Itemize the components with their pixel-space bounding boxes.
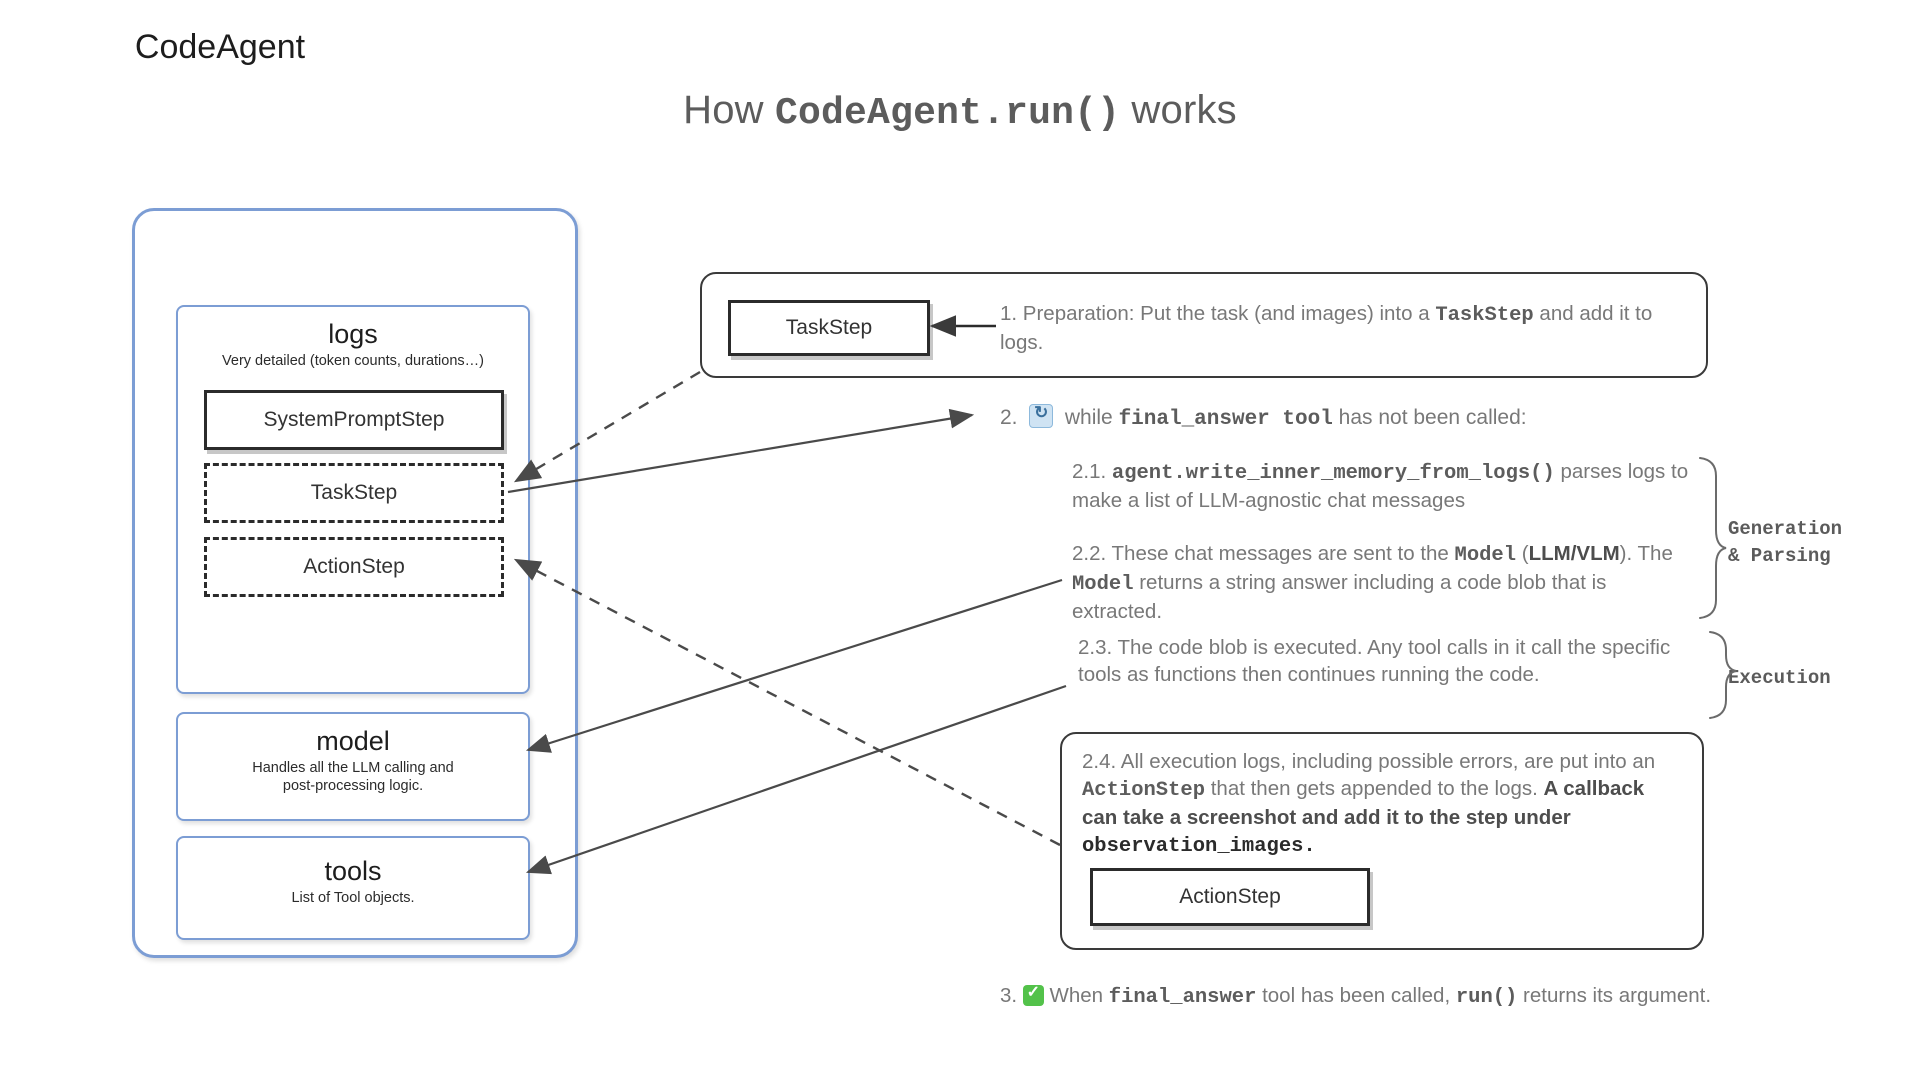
step-2-2-bold: LLM/VLM xyxy=(1528,542,1620,565)
step-2-4-bold: A callback can take a screenshot and add… xyxy=(1082,777,1645,830)
step-3-text-a: When xyxy=(1043,984,1109,1007)
step-3-code-b: run() xyxy=(1455,986,1518,1009)
step-2-2-text-c: ). The xyxy=(1619,542,1673,565)
preparation-text-a: Preparation: Put the task (and images) i… xyxy=(1017,302,1436,325)
loop-header-text: 2. while final_answer tool has not been … xyxy=(1000,402,1760,434)
step-2-2-text: 2.2. These chat messages are sent to the… xyxy=(1072,540,1692,625)
arrow-step-2-4-to-log-actionstep xyxy=(513,558,1061,847)
step-number: 2.1. xyxy=(1072,460,1107,483)
actionstep-chip-label: ActionStep xyxy=(1179,885,1281,908)
log-step-task: TaskStep xyxy=(204,463,504,523)
actionstep-chip: ActionStep xyxy=(1090,868,1370,926)
step-3-code-a: final_answer xyxy=(1108,986,1257,1009)
preparation-code: TaskStep xyxy=(1435,304,1534,327)
logs-header: logs Very detailed (token counts, durati… xyxy=(178,319,528,370)
brace-generation-parsing xyxy=(1699,457,1727,619)
title-prefix: How xyxy=(683,88,776,132)
step-2-2-text-d: returns a string answer including a code… xyxy=(1072,571,1607,624)
preparation-text-b: and add it to logs. xyxy=(1000,302,1653,355)
loop-header-code: final_answer tool xyxy=(1118,408,1333,431)
step-3-text-c: returns its argument. xyxy=(1517,984,1712,1007)
step-2-4-text-a: All execution logs, including possible e… xyxy=(1116,750,1656,773)
log-step-system-prompt: SystemPromptStep xyxy=(204,390,504,450)
tools-title: tools xyxy=(324,856,382,886)
loop-icon xyxy=(1029,402,1054,428)
step-2-1-text-a: parses logs to make a list of LLM-agnost… xyxy=(1072,460,1689,513)
group-label-generation: Generation & Parsing xyxy=(1728,518,1843,567)
preparation-text: 1. Preparation: Put the task (and images… xyxy=(1000,300,1700,356)
step-2-4-code-a: ActionStep xyxy=(1082,779,1206,803)
step-2-2-code-b: Model xyxy=(1072,573,1134,597)
logs-description: Very detailed (token counts, durations…) xyxy=(222,353,484,369)
step-number: 1. xyxy=(1000,302,1018,325)
taskstep-chip: TaskStep xyxy=(728,300,930,356)
model-description: Handles all the LLM calling and post-pro… xyxy=(252,760,454,795)
step-2-1-text: 2.1. agent.write_inner_memory_from_logs(… xyxy=(1072,458,1692,514)
step-number: 2.2. xyxy=(1072,542,1107,565)
step-2-4-text: 2.4. All execution logs, including possi… xyxy=(1082,748,1682,860)
page-title: How CodeAgent.run() works xyxy=(0,88,1920,135)
title-suffix: works xyxy=(1120,88,1237,132)
group-label-execution: Execution xyxy=(1728,667,1831,689)
model-box: model Handles all the LLM calling and po… xyxy=(176,712,530,821)
step-2-4-code-b: observation_images. xyxy=(1082,835,1316,859)
taskstep-chip-label: TaskStep xyxy=(785,316,873,339)
code-agent-title: CodeAgent xyxy=(134,28,306,66)
step-number: 2.3. xyxy=(1078,636,1113,659)
loop-header-text-a: while xyxy=(1064,406,1119,429)
step-2-2-text-a: These chat messages are sent to the xyxy=(1106,542,1455,565)
log-step-label: ActionStep xyxy=(303,555,405,578)
step-number: 2.4. xyxy=(1082,750,1117,773)
arrow-step-2-3-to-tools xyxy=(525,684,1067,875)
step-2-3-text: 2.3. The code blob is executed. Any tool… xyxy=(1078,634,1718,688)
title-code: CodeAgent.run() xyxy=(775,92,1121,135)
tools-description: List of Tool objects. xyxy=(291,890,415,906)
model-title: model xyxy=(316,726,390,756)
step-2-2-text-b: ( xyxy=(1516,542,1529,565)
step-2-3-text-a: The code blob is executed. Any tool call… xyxy=(1078,636,1671,687)
step-2-1-code: agent.write_inner_memory_from_logs() xyxy=(1111,462,1555,485)
step-2-4-text-b: that then gets appended to the logs. xyxy=(1205,777,1544,801)
check-icon xyxy=(1022,982,1044,1006)
loop-header-text-b: has not been called: xyxy=(1332,406,1527,429)
model-header: model Handles all the LLM calling and po… xyxy=(178,726,528,795)
log-step-label: SystemPromptStep xyxy=(263,408,445,431)
log-step-action: ActionStep xyxy=(204,537,504,597)
tools-box: tools List of Tool objects. xyxy=(176,836,530,940)
tools-header: tools List of Tool objects. xyxy=(178,856,528,907)
log-step-label: TaskStep xyxy=(310,481,398,504)
step-number: 2. xyxy=(1000,406,1018,429)
step-2-2-code-a: Model xyxy=(1454,544,1517,567)
step-3-text: 3. When final_answer tool has been calle… xyxy=(1000,982,1880,1011)
step-number: 3. xyxy=(1000,984,1018,1007)
logs-title: logs xyxy=(328,319,378,349)
step-3-text-b: tool has been called, xyxy=(1256,984,1456,1007)
arrow-step-2-2-to-model xyxy=(525,578,1063,753)
